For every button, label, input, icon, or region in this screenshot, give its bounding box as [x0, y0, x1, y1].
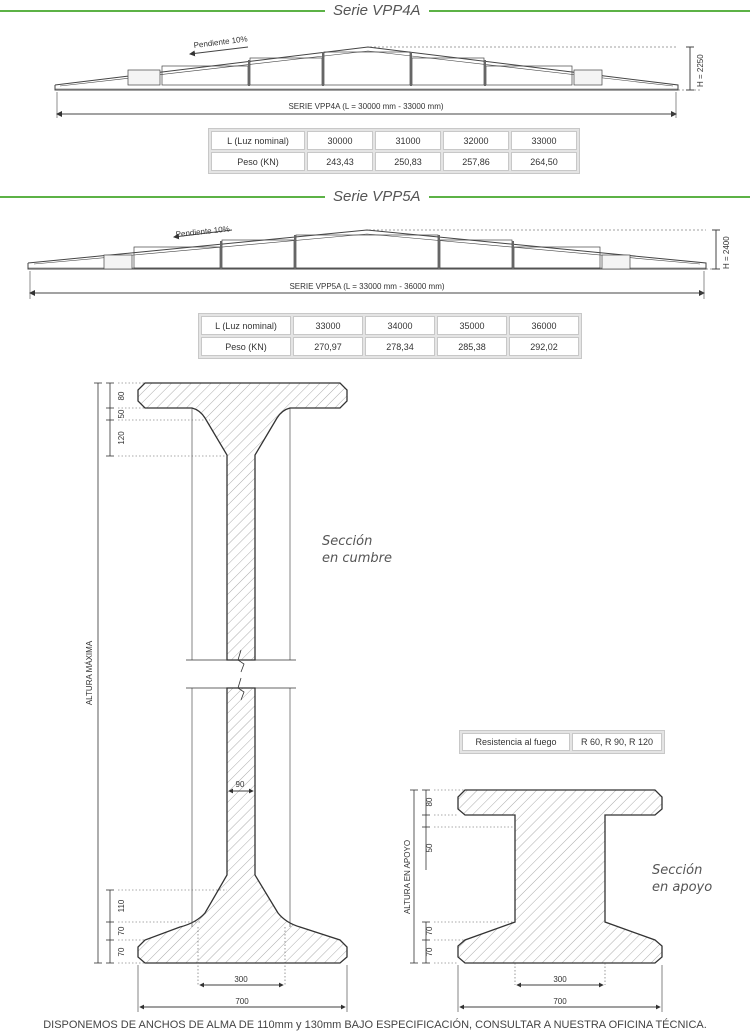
serie-b-title: Serie VPP5A [325, 188, 429, 205]
height-label-b: H = 2400 [722, 236, 731, 269]
cell-luz: 33000 [511, 131, 577, 150]
dim-cumbre: 70 [117, 926, 126, 935]
beam-drawing-vpp5a: Pendiente 10% H = 2400 SERIE VPP5A (L = … [27, 224, 731, 299]
dim-cumbre: 70 [117, 947, 126, 956]
row-label-peso: Peso (KN) [211, 152, 305, 171]
dim-cumbre: 80 [117, 391, 126, 400]
cell-luz: 33000 [293, 316, 363, 335]
cell-peso: 285,38 [437, 337, 507, 356]
dim-apoyo: 80 [425, 797, 434, 806]
serie-a-title: Serie VPP4A [325, 2, 429, 19]
dim-cumbre: 50 [117, 409, 126, 418]
cell-peso: 257,86 [443, 152, 509, 171]
fire-resistance-table: Resistencia al fuego R 60, R 90, R 120 [459, 730, 666, 754]
cell-peso: 270,97 [293, 337, 363, 356]
table-vpp4a: L (Luz nominal) 30000 31000 32000 33000 … [208, 128, 580, 174]
row-label-luz: L (Luz nominal) [201, 316, 291, 335]
cell-luz: 34000 [365, 316, 435, 335]
slope-label-b: Pendiente 10% [175, 224, 230, 239]
cell-peso: 292,02 [509, 337, 579, 356]
web-width: 90 [236, 780, 245, 789]
table-row: Peso (KN) 243,43 250,83 257,86 264,50 [211, 152, 577, 171]
cell-luz: 36000 [509, 316, 579, 335]
fire-value: R 60, R 90, R 120 [572, 733, 663, 751]
table-vpp5a: L (Luz nominal) 33000 34000 35000 36000 … [198, 313, 582, 359]
span-label-a: SERIE VPP4A (L = 30000 mm - 33000 mm) [288, 102, 443, 111]
cell-peso: 264,50 [511, 152, 577, 171]
cell-luz: 32000 [443, 131, 509, 150]
cell-peso: 243,43 [307, 152, 373, 171]
base-inner-apoyo: 300 [553, 975, 567, 984]
dim-apoyo: 70 [425, 926, 434, 935]
section-apoyo-label: Sección en apoyo [652, 862, 712, 896]
section-cumbre-label: Sección en cumbre [322, 533, 392, 567]
table-row: Peso (KN) 270,97 278,34 285,38 292,02 [201, 337, 579, 356]
section-apoyo-label-2: en apoyo [652, 880, 713, 895]
section-cumbre-label-1: Sección [322, 534, 373, 549]
cell-luz: 30000 [307, 131, 373, 150]
row-label-luz: L (Luz nominal) [211, 131, 305, 150]
base-inner-cumbre: 300 [234, 975, 248, 984]
row-label-peso: Peso (KN) [201, 337, 291, 356]
footer-note: DISPONEMOS DE ANCHOS DE ALMA DE 110mm y … [43, 1019, 707, 1031]
cell-peso: 250,83 [375, 152, 441, 171]
table-row: Resistencia al fuego R 60, R 90, R 120 [462, 733, 663, 751]
beam-drawing-vpp4a: Pendiente 10% H = 2250 SERIE VPP4A (L = … [54, 34, 705, 118]
cell-luz: 35000 [437, 316, 507, 335]
base-outer-cumbre: 700 [235, 997, 249, 1006]
dim-cumbre: 120 [117, 431, 126, 445]
dim-apoyo: 70 [425, 947, 434, 956]
cell-luz: 31000 [375, 131, 441, 150]
table-row: L (Luz nominal) 30000 31000 32000 33000 [211, 131, 577, 150]
cross-sections: 80 50 120 110 70 70 ALTURA MÁXIMA 90 300… [85, 382, 663, 1012]
section-cumbre-label-2: en cumbre [322, 551, 393, 566]
height-label-apoyo: ALTURA EN APOYO [403, 840, 412, 914]
dim-cumbre: 110 [117, 899, 126, 912]
table-row: L (Luz nominal) 33000 34000 35000 36000 [201, 316, 579, 335]
fire-label: Resistencia al fuego [462, 733, 570, 751]
base-outer-apoyo: 700 [553, 997, 567, 1006]
span-label-b: SERIE VPP5A (L = 33000 mm - 36000 mm) [289, 282, 444, 291]
dim-apoyo: 50 [425, 843, 434, 852]
height-label-a: H = 2250 [696, 54, 705, 87]
cell-peso: 278,34 [365, 337, 435, 356]
section-apoyo-label-1: Sección [652, 863, 703, 878]
height-label-cumbre: ALTURA MÁXIMA [85, 640, 94, 705]
